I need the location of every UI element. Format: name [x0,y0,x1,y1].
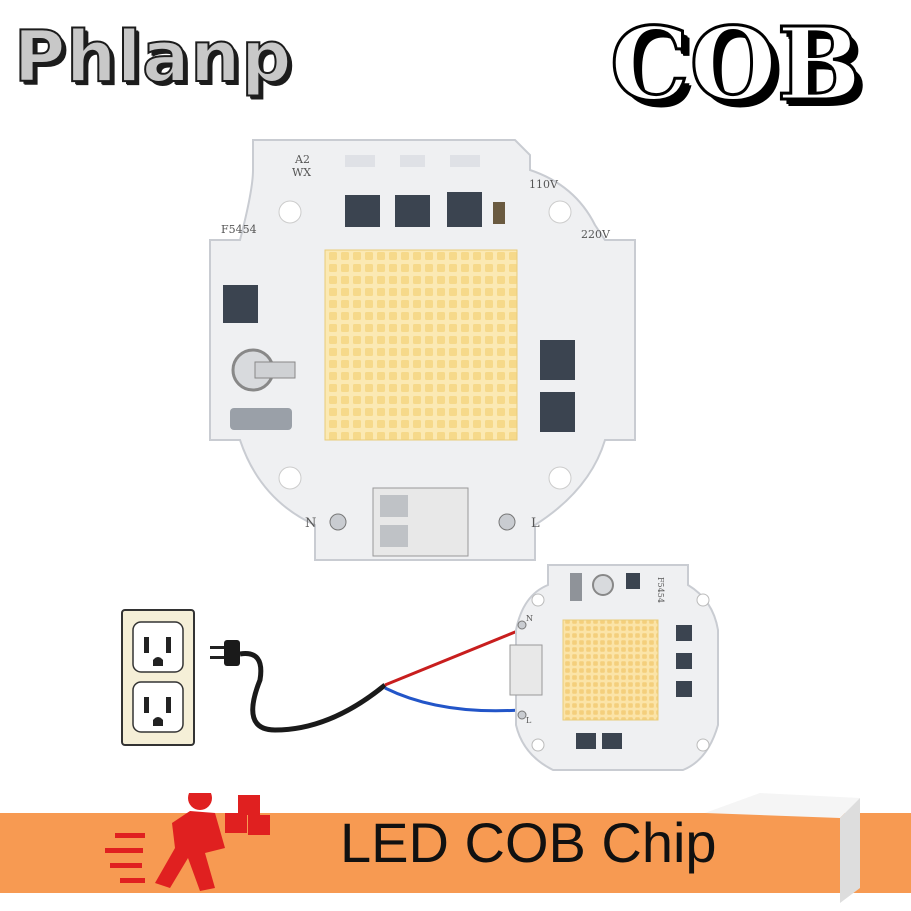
live-wire [384,628,521,687]
terminal-connector-small [509,644,543,696]
mount-hole-bl [278,466,302,490]
svg-text:L: L [526,716,532,725]
varistor [230,408,292,430]
label-model: F5454 [221,223,257,236]
banner-title: LED COB Chip [340,811,717,874]
label-110v: 110V [529,178,559,191]
label-220v: 220V [581,228,611,241]
label-l: L [531,516,540,531]
terminal-n [329,513,347,531]
smd-capacitor [493,202,505,224]
neutral-wire [384,686,521,713]
led-array-small [562,619,659,721]
wiring-diagram [121,609,521,746]
smd-component [447,192,482,227]
mount-hole-br [548,466,572,490]
smd-component [345,195,380,227]
smd-component [395,195,430,227]
terminal-l [498,513,516,531]
power-cord [239,651,387,733]
cob-heading: COB [608,5,862,123]
smd-component [540,392,575,432]
svg-text:F5454: F5454 [656,577,665,603]
mount-hole-tl [278,200,302,224]
cob-chip-large: A2 WX 110V 220V F5454 N L [209,139,636,561]
brand-logo: Phlanp [13,16,293,98]
label-n: N [305,516,316,531]
delivery-runner-icon [155,793,270,891]
box-icon [705,793,860,818]
cob-chip-small: F5454 N L [509,564,719,771]
label-wx: WX [292,166,311,179]
led-array [324,249,518,441]
banner [0,793,911,903]
svg-text:N: N [526,614,533,623]
label-a2: A2 [294,153,310,166]
power-plug [210,640,240,666]
mount-hole-tr [548,200,572,224]
smd-component [540,340,575,380]
smd-component [223,285,258,323]
